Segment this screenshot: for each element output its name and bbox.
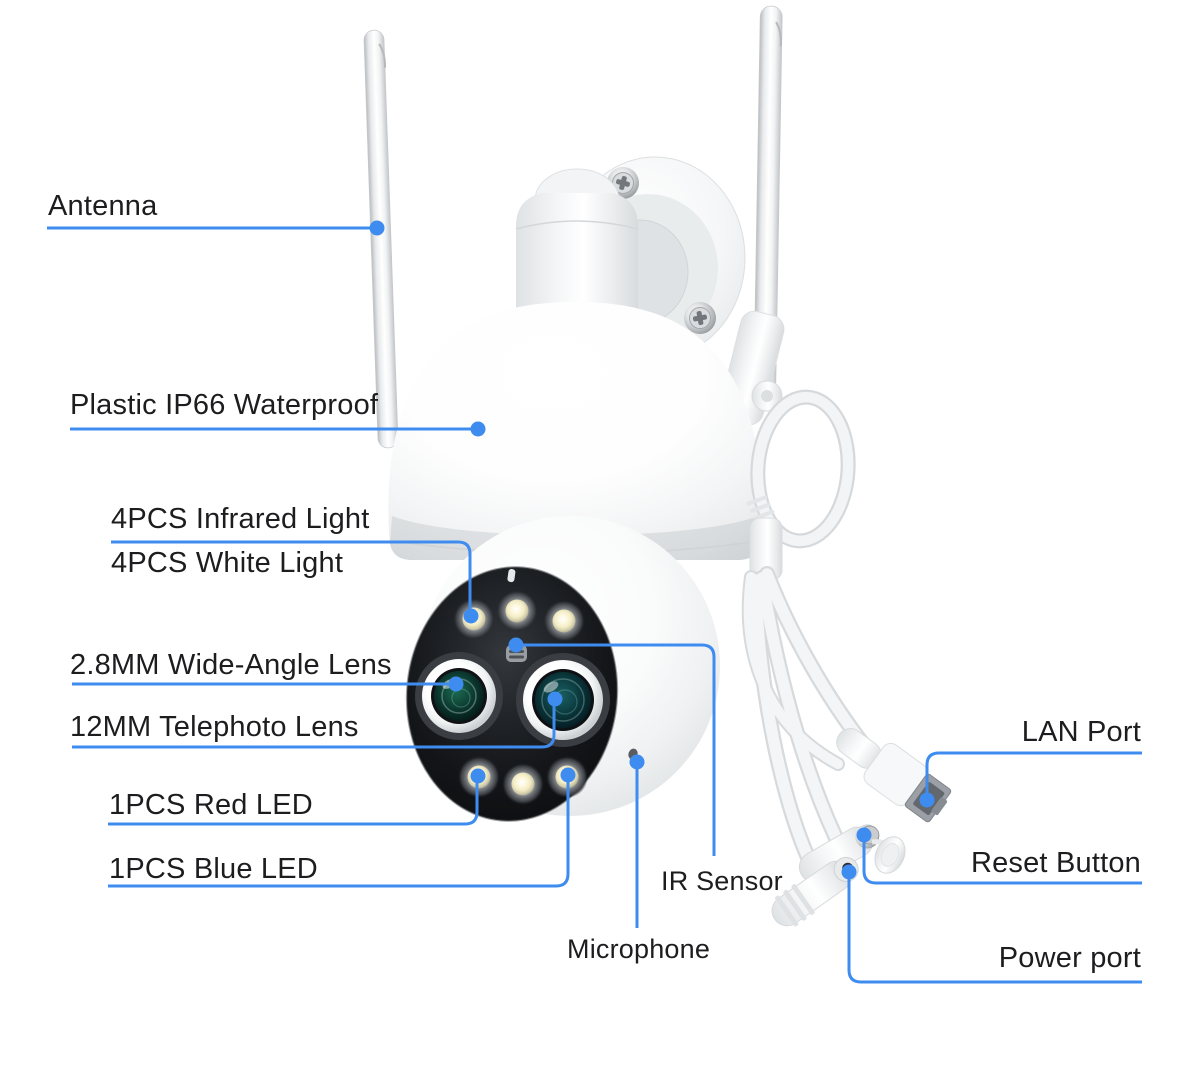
blue-led-label: 1PCS Blue LED (109, 853, 318, 885)
lan-callout-line (925, 751, 1142, 800)
microphone-dot (629, 754, 645, 770)
blue-led-dot (560, 767, 576, 783)
infrared-light-label: 4PCS Infrared Light (111, 503, 370, 535)
red-led-dot (470, 768, 486, 784)
power-port-label: Power port (998, 942, 1141, 974)
cable-reset (756, 572, 842, 844)
blue-led-callout-line (108, 782, 570, 888)
cable-power (750, 574, 824, 884)
lan-dot (919, 792, 935, 808)
red-led-callout-line (108, 783, 479, 826)
cable-sleeve (746, 495, 783, 581)
tele-lens-callout-line (72, 706, 556, 749)
infrared-callout-line (111, 540, 472, 610)
antenna-left (363, 29, 399, 449)
reset-button-label: Reset Button (970, 847, 1141, 879)
led-bottom-center (502, 763, 544, 805)
telephoto-lens-label: 12MM Telephoto Lens (70, 711, 359, 743)
wide-angle-lens (415, 652, 503, 740)
power-dot (841, 864, 857, 880)
housing-dot (470, 421, 486, 437)
ir-sensor-callout-line (516, 643, 716, 856)
power-callout-line (847, 872, 1142, 984)
led-top-right (543, 600, 585, 642)
callout-dots (369, 220, 935, 880)
ir-sensor-dot (508, 637, 524, 653)
red-led-label: 1PCS Red LED (109, 789, 313, 821)
wide-lens-dot (448, 676, 464, 692)
cable-bundle (741, 389, 952, 927)
lan-connector (836, 728, 952, 823)
antenna-right (753, 5, 783, 407)
tele-lens-dot (547, 691, 563, 707)
telephoto-lens (516, 653, 610, 747)
reset-dot (856, 827, 872, 843)
antenna-dot (369, 220, 385, 236)
infrared-dot (463, 608, 479, 624)
lan-port-label: LAN Port (1021, 716, 1141, 748)
microphone-label: Microphone (567, 934, 711, 964)
led-top-center (496, 590, 538, 632)
face-notch (507, 569, 516, 583)
reset-cap (874, 836, 906, 874)
mount-screw-bottom (684, 302, 716, 334)
cable-extra (743, 572, 843, 769)
callouts (47, 220, 1142, 984)
reset-callout-line (862, 835, 1142, 885)
camera-face (405, 566, 619, 822)
antenna-label: Antenna (48, 190, 158, 222)
wide-angle-lens-label: 2.8MM Wide-Angle Lens (70, 649, 392, 681)
housing-label: Plastic IP66 Waterproof (70, 389, 379, 421)
white-light-label: 4PCS White Light (111, 547, 344, 579)
ir-sensor-label: IR Sensor (661, 866, 783, 896)
